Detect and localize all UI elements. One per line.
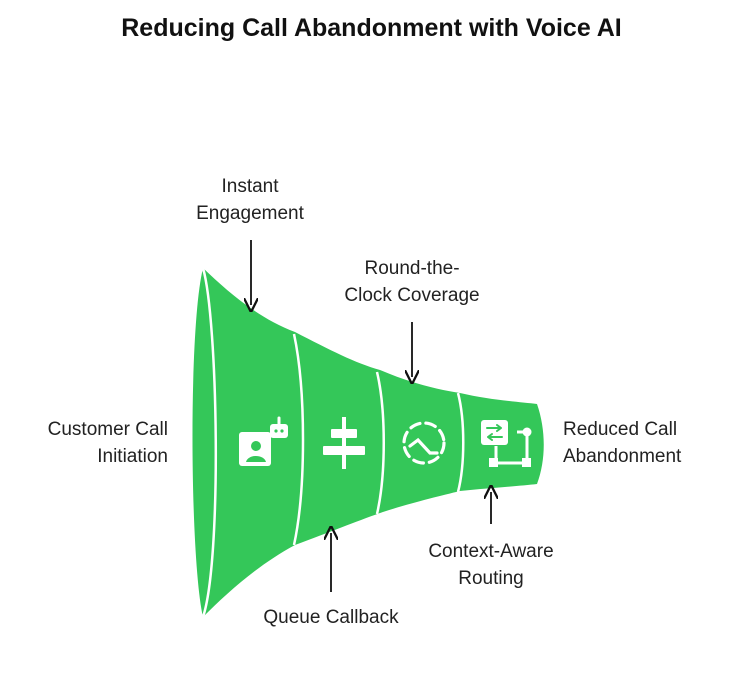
label-line: Reduced Call: [563, 419, 678, 440]
label-reduced-call-abandonment: Reduced Call Abandonment: [563, 416, 733, 470]
segment-divider-2: [375, 371, 385, 515]
routing-icon: [481, 420, 532, 467]
diagram-title: Reducing Call Abandonment with Voice AI: [121, 14, 622, 42]
label-line: Abandonment: [563, 446, 682, 467]
label-line: Instant: [221, 176, 279, 197]
label-line: Initiation: [97, 446, 168, 467]
funnel-mouth-edge: [201, 267, 218, 618]
bot-profile-icon: [239, 416, 288, 466]
label-line: Engagement: [196, 203, 304, 224]
timer-icon: [402, 421, 446, 465]
label-line: Customer Call: [47, 419, 168, 440]
label-line: Clock Coverage: [344, 285, 480, 306]
segment-divider-1: [292, 333, 305, 546]
label-customer-call-initiation: Customer Call Initiation: [14, 416, 168, 470]
funnel-body: [192, 268, 544, 617]
label-instant-engagement: Instant Engagement: [170, 173, 330, 227]
label-round-the-clock-coverage: Round-the- Clock Coverage: [322, 255, 502, 309]
label-context-aware-routing: Context-Aware Routing: [400, 538, 582, 592]
align-center-icon: [323, 417, 365, 469]
label-line: Queue Callback: [263, 607, 399, 628]
label-line: Routing: [458, 568, 524, 589]
label-queue-callback: Queue Callback: [236, 604, 426, 631]
segment-divider-3: [456, 392, 465, 493]
label-line: Round-the-: [364, 258, 460, 279]
label-line: Context-Aware: [428, 541, 554, 562]
